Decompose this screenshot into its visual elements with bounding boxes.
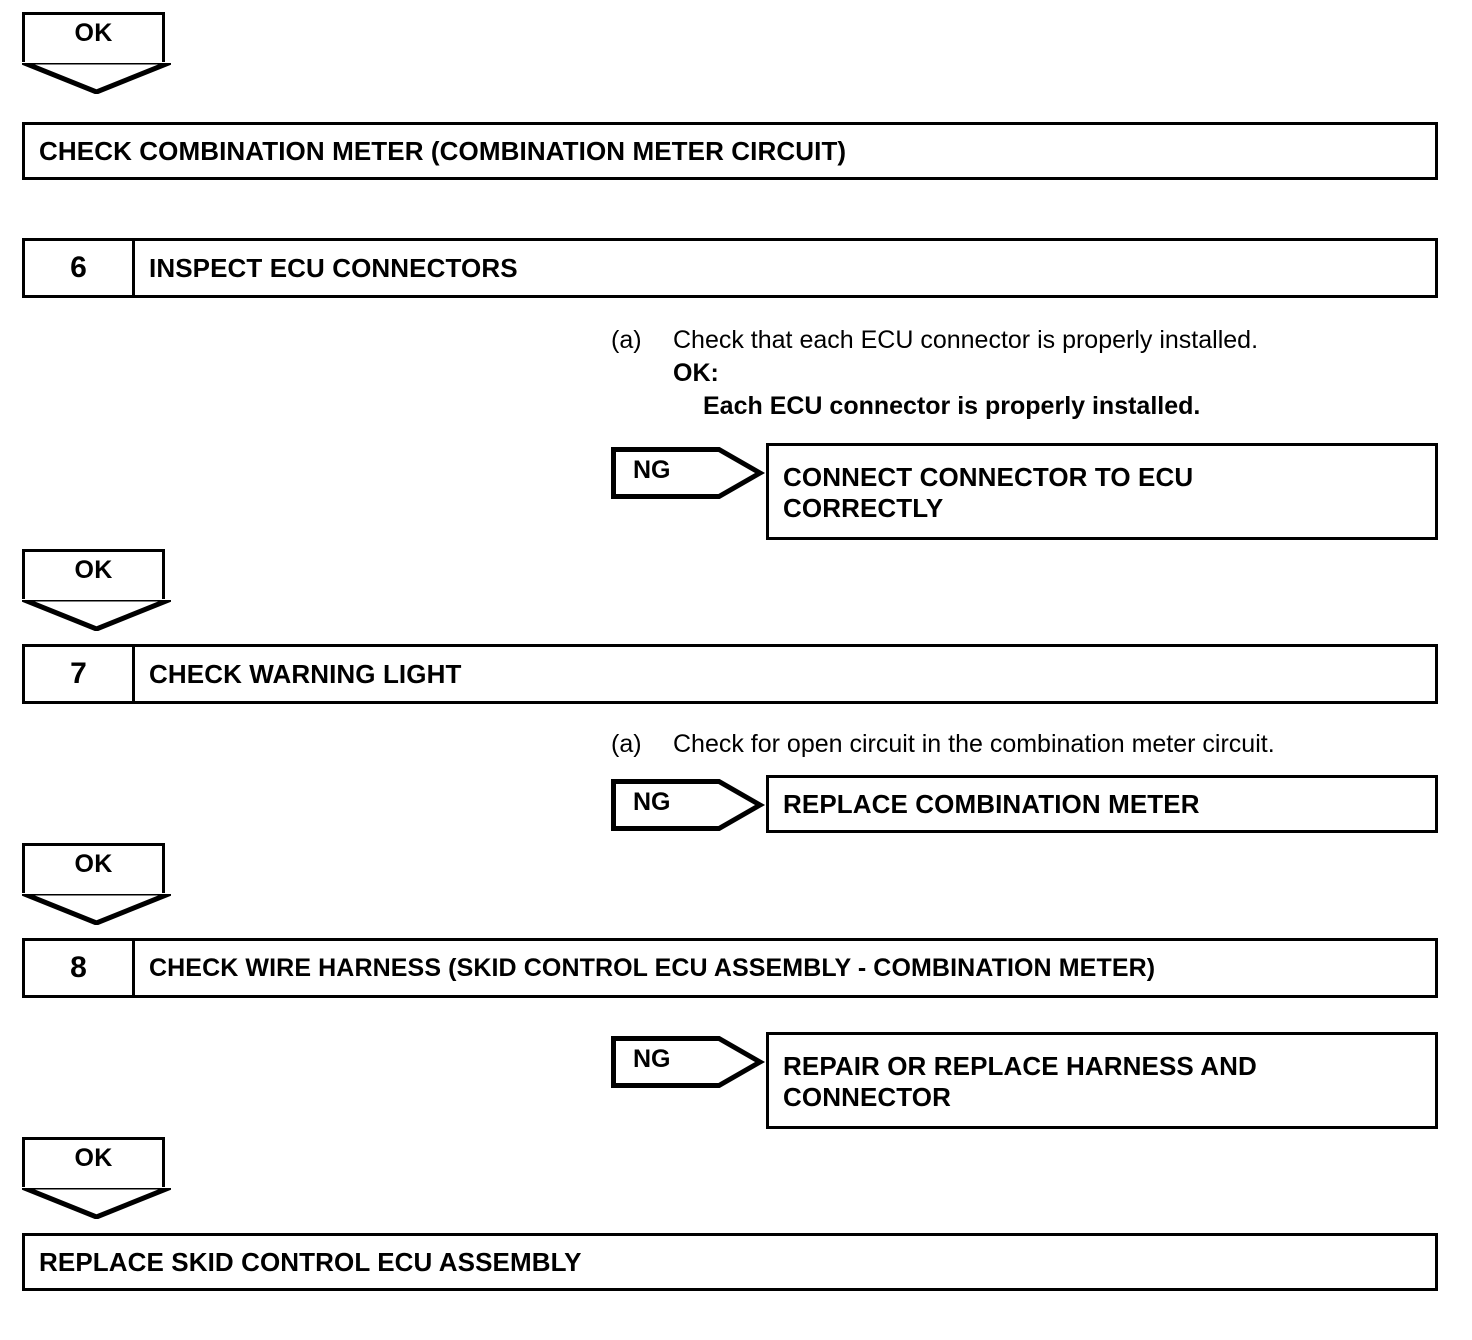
action-box-replace-skid-control-ecu: REPLACE SKID CONTROL ECU ASSEMBLY	[22, 1233, 1438, 1291]
action-box-repair-or-replace-harness-text: REPAIR OR REPLACE HARNESS AND CONNECTOR	[769, 1049, 1267, 1112]
step-6-ok-heading: OK:	[673, 359, 719, 387]
action-box-repair-or-replace-harness-line1: REPAIR OR REPLACE HARNESS AND	[783, 1050, 1257, 1081]
step-header-8-number: 8	[25, 941, 135, 995]
ok-connector-1: OK	[21, 12, 172, 95]
ng-connector-7-label: NG	[633, 788, 671, 816]
step-header-7-title: CHECK WARNING LIGHT	[149, 658, 462, 689]
step-6-procedure: (a) Check that each ECU connector is pro…	[611, 324, 1441, 423]
ng-connector-7: NG	[611, 779, 766, 831]
step-header-8: 8 CHECK WIRE HARNESS (SKID CONTROL ECU A…	[22, 938, 1438, 998]
action-box-replace-combination-meter: REPLACE COMBINATION METER	[766, 775, 1438, 833]
ok-connector-4: OK	[21, 1137, 172, 1220]
step-header-7-number: 7	[25, 647, 135, 701]
step-header-7: 7 CHECK WARNING LIGHT	[22, 644, 1438, 704]
action-box-connect-connector-to-ecu-text: CONNECT CONNECTOR TO ECU CORRECTLY	[769, 460, 1203, 523]
ok-connector-3-point	[21, 889, 172, 926]
step-header-6-number: 6	[25, 241, 135, 295]
ok-connector-4-label: OK	[74, 1144, 113, 1172]
step-7-procedure: (a) Check for open circuit in the combin…	[611, 728, 1451, 761]
action-box-check-combination-meter: CHECK COMBINATION METER (COMBINATION MET…	[22, 122, 1438, 180]
step-7-procedure-line-a: (a) Check for open circuit in the combin…	[611, 728, 1451, 761]
ok-connector-3-label: OK	[74, 850, 113, 878]
step-6-procedure-text: Check that each ECU connector is properl…	[673, 326, 1259, 354]
ok-connector-1-point	[21, 58, 172, 95]
ok-connector-4-point	[21, 1183, 172, 1220]
ng-connector-8-label: NG	[633, 1045, 671, 1073]
ok-connector-2-point	[21, 595, 172, 632]
step-header-8-title: CHECK WIRE HARNESS (SKID CONTROL ECU ASS…	[149, 953, 1156, 982]
step-7-procedure-text: Check for open circuit in the combinatio…	[673, 730, 1275, 758]
step-6-ok-detail: Each ECU connector is properly installed…	[703, 392, 1201, 420]
ng-connector-6: NG	[611, 447, 766, 499]
action-box-connect-connector-to-ecu-line1: CONNECT CONNECTOR TO ECU	[783, 461, 1194, 492]
action-box-replace-combination-meter-text: REPLACE COMBINATION METER	[783, 788, 1200, 819]
ok-connector-2-label: OK	[74, 556, 113, 584]
step-header-6: 6 INSPECT ECU CONNECTORS	[22, 238, 1438, 298]
action-box-repair-or-replace-harness: REPAIR OR REPLACE HARNESS AND CONNECTOR	[766, 1032, 1438, 1129]
step-6-procedure-line-a: (a) Check that each ECU connector is pro…	[611, 324, 1441, 357]
action-box-connect-connector-to-ecu: CONNECT CONNECTOR TO ECU CORRECTLY	[766, 443, 1438, 540]
ok-connector-3: OK	[21, 843, 172, 926]
ok-connector-2: OK	[21, 549, 172, 632]
ok-connector-1-label: OK	[74, 19, 113, 47]
step-6-procedure-marker: (a)	[611, 326, 642, 354]
action-box-repair-or-replace-harness-line2: CONNECTOR	[783, 1081, 951, 1112]
step-header-6-title: INSPECT ECU CONNECTORS	[149, 252, 518, 283]
step-7-procedure-marker: (a)	[611, 730, 642, 758]
action-box-connect-connector-to-ecu-line2: CORRECTLY	[783, 492, 944, 523]
action-box-check-combination-meter-text: CHECK COMBINATION METER (COMBINATION MET…	[39, 135, 847, 166]
ng-connector-6-label: NG	[633, 456, 671, 484]
action-box-replace-skid-control-ecu-text: REPLACE SKID CONTROL ECU ASSEMBLY	[39, 1246, 582, 1277]
ng-connector-8: NG	[611, 1036, 766, 1088]
